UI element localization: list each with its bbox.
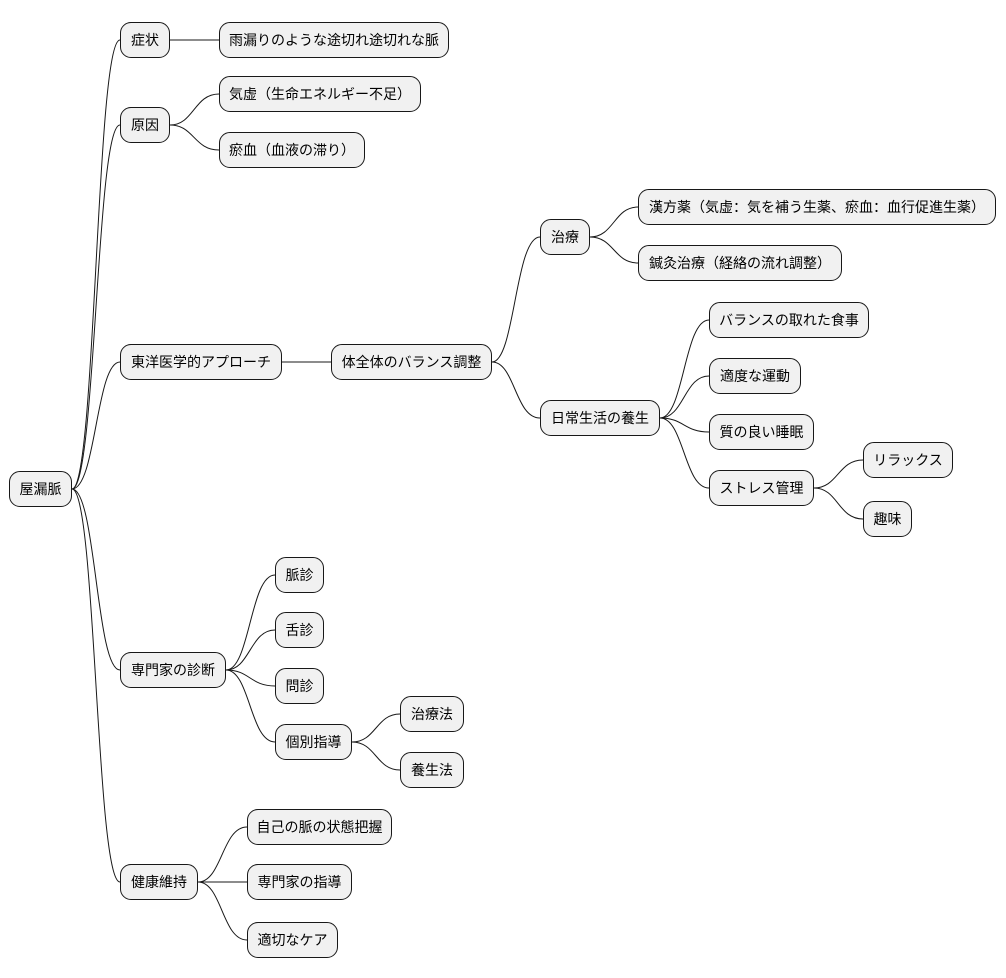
node-cause-qi-deficiency: 気虚（生命エネルギー不足） xyxy=(219,76,421,112)
node-balanced-diet: バランスの取れた食事 xyxy=(709,302,869,338)
node-exercise: 適度な運動 xyxy=(709,358,801,394)
node-body-balance: 体全体のバランス調整 xyxy=(331,344,492,380)
node-cause: 原因 xyxy=(120,107,170,143)
node-health-maintenance: 健康維持 xyxy=(120,864,198,900)
node-expert-guidance: 専門家の指導 xyxy=(247,864,352,900)
node-individual-guidance: 個別指導 xyxy=(275,724,352,760)
node-expert-diagnosis: 専門家の診断 xyxy=(120,652,226,688)
node-relax: リラックス xyxy=(863,442,953,478)
node-symptom: 症状 xyxy=(120,22,170,58)
node-hobby: 趣味 xyxy=(863,501,912,537)
node-kampo: 漢方薬（気虚：気を補う生薬、瘀血：血行促進生薬） xyxy=(638,189,996,225)
node-tongue-diagnosis: 舌診 xyxy=(275,612,324,648)
node-acupuncture: 鍼灸治療（経絡の流れ調整） xyxy=(638,245,842,281)
node-stress-management: ストレス管理 xyxy=(709,470,814,506)
node-sleep: 質の良い睡眠 xyxy=(709,414,814,450)
node-cause-blood-stasis: 瘀血（血液の滞り） xyxy=(219,132,365,168)
node-daily-care: 日常生活の養生 xyxy=(540,400,660,436)
node-pulse-diagnosis: 脈診 xyxy=(275,557,324,593)
root-node: 屋漏脈 xyxy=(9,471,72,507)
node-treatment: 治療 xyxy=(540,219,590,255)
node-appropriate-care: 適切なケア xyxy=(247,922,338,958)
node-symptom-detail: 雨漏りのような途切れ途切れな脈 xyxy=(219,22,449,58)
node-care-method: 養生法 xyxy=(400,752,464,788)
node-self-pulse-awareness: 自己の脈の状態把握 xyxy=(247,809,392,845)
node-interview: 問診 xyxy=(275,668,324,704)
node-treatment-method: 治療法 xyxy=(400,696,464,732)
node-eastern-approach: 東洋医学的アプローチ xyxy=(120,344,282,380)
